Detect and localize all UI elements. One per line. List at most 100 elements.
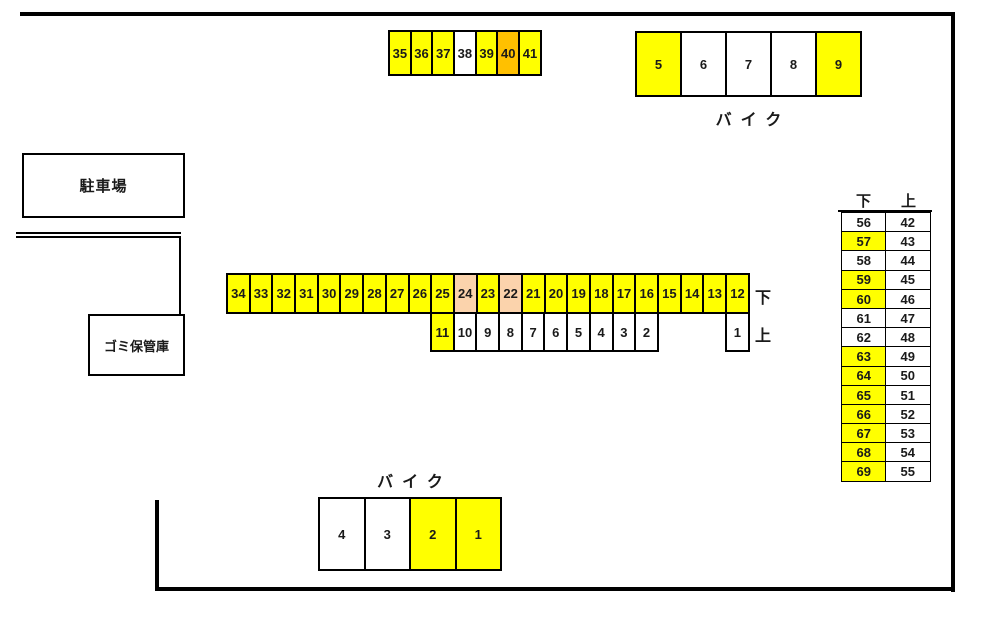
double-wall-line-lower: [16, 236, 181, 238]
parking-space-cell: 24: [452, 273, 478, 314]
table-cell-up: 51: [885, 384, 931, 406]
parking-space-cell: 37: [431, 30, 456, 76]
boundary-bottom-wall: [155, 587, 955, 591]
parking-space-cell: 25: [430, 273, 455, 314]
parking-space-cell: 17: [611, 273, 637, 314]
parking-space-cell: 15: [657, 273, 682, 314]
parking-space-cell: 27: [384, 273, 410, 314]
table-row: 64 50: [841, 365, 931, 387]
parking-space-cell: 19: [566, 273, 591, 314]
bike-space-cell: 4: [318, 497, 366, 571]
table-row: 65 51: [841, 384, 931, 406]
table-cell-up: 42: [885, 212, 931, 233]
parking-space-cell: 36: [409, 30, 434, 76]
table-cell-down: 60: [841, 288, 887, 310]
parking-space-cell: 28: [362, 273, 387, 314]
table-cell-down: 58: [841, 250, 887, 272]
bike-space-cell: 8: [770, 31, 817, 97]
boundary-top-wall: [20, 12, 955, 16]
parking-space-cell: 35: [388, 30, 412, 76]
table-cell-up: 53: [885, 423, 931, 444]
bike-space-cell: 2: [409, 497, 457, 571]
parking-space-cell: 4: [588, 312, 614, 352]
table-cell-up: 49: [885, 346, 931, 367]
bike-space-cell: 5: [635, 31, 682, 97]
table-cell-up: 47: [885, 307, 931, 329]
table-cell-up: 54: [885, 442, 931, 463]
parking-space-cell: 16: [634, 273, 660, 314]
table-cell-up: 48: [885, 327, 931, 348]
parking-space-cell: 8: [498, 312, 523, 352]
parking-space-cell: 22: [498, 273, 523, 314]
table-header-up: 上: [900, 193, 916, 210]
bike-space-cell: 7: [725, 31, 772, 97]
table-cell-up: 52: [885, 403, 931, 425]
table-cell-down: 66: [841, 403, 887, 425]
table-cell-up: 55: [885, 461, 931, 483]
table-cell-up: 50: [885, 365, 931, 387]
table-cell-down: 63: [841, 346, 887, 367]
bike-space-cell: 6: [680, 31, 727, 97]
right-number-table: 56 42 57 43 58 44 59 45 60 46 61 47 62 4…: [841, 212, 931, 483]
garbage-storage-box: ゴミ保管庫: [88, 314, 185, 376]
parking-space-cell: 38: [453, 30, 477, 76]
parking-space-cell: 21: [520, 273, 546, 314]
table-row: 67 53: [841, 423, 931, 444]
table-cell-down: 59: [841, 269, 887, 291]
table-row: 60 46: [841, 288, 931, 310]
boundary-right-wall: [951, 12, 955, 592]
bike-space-cell: 9: [815, 31, 862, 97]
parking-space-cell: 18: [589, 273, 614, 314]
parking-space-cell: 31: [294, 273, 319, 314]
parking-space-cell: 26: [407, 273, 433, 314]
table-cell-down: 61: [841, 307, 887, 329]
middle-row-down-label: 下: [755, 290, 772, 307]
table-row: 69 55: [841, 461, 931, 483]
parking-space-cell: 11: [430, 312, 455, 352]
parking-space-cell: 29: [339, 273, 365, 314]
parking-space-cell: 20: [543, 273, 569, 314]
bike-label-bottom: バイク: [377, 474, 452, 491]
table-row: 61 47: [841, 307, 931, 329]
parking-space-cell: 2: [634, 312, 659, 352]
table-cell-down: 67: [841, 423, 887, 444]
table-row: 66 52: [841, 403, 931, 425]
table-row: 63 49: [841, 346, 931, 367]
parking-lot-label: 駐車場: [79, 178, 128, 195]
table-cell-up: 46: [885, 288, 931, 310]
table-row: 68 54: [841, 442, 931, 463]
boundary-bottomleft-wall: [155, 500, 159, 591]
table-row: 59 45: [841, 269, 931, 291]
parking-space-cell: 6: [543, 312, 569, 352]
table-cell-up: 44: [885, 250, 931, 272]
parking-lot-box: 駐車場: [22, 153, 185, 218]
table-header-underline: [838, 210, 932, 212]
parking-space-cell: 3: [611, 312, 637, 352]
parking-space-cell: 7: [520, 312, 546, 352]
parking-space-cell: 14: [679, 273, 705, 314]
parking-space-cell: 5: [566, 312, 591, 352]
table-cell-down: 56: [841, 212, 887, 233]
left-vertical-wall: [179, 236, 181, 372]
table-cell-down: 68: [841, 442, 887, 463]
table-header-down: 下: [855, 193, 871, 210]
double-wall-line-upper: [16, 232, 181, 234]
parking-space-cell: 30: [316, 273, 342, 314]
table-cell-down: 69: [841, 461, 887, 483]
parking-space-cell: 41: [518, 30, 542, 76]
parking-space-cell: 39: [474, 30, 499, 76]
bike-space-cell: 3: [363, 497, 411, 571]
parking-space-cell: 12: [725, 273, 750, 314]
table-cell-down: 64: [841, 365, 887, 387]
table-cell-down: 57: [841, 231, 887, 252]
garbage-storage-label: ゴミ保管庫: [103, 338, 169, 354]
middle-row-up-label: 上: [755, 328, 772, 345]
table-cell-down: 65: [841, 384, 887, 406]
parking-space-cell: 40: [496, 30, 521, 76]
parking-space-cell: 23: [475, 273, 501, 314]
